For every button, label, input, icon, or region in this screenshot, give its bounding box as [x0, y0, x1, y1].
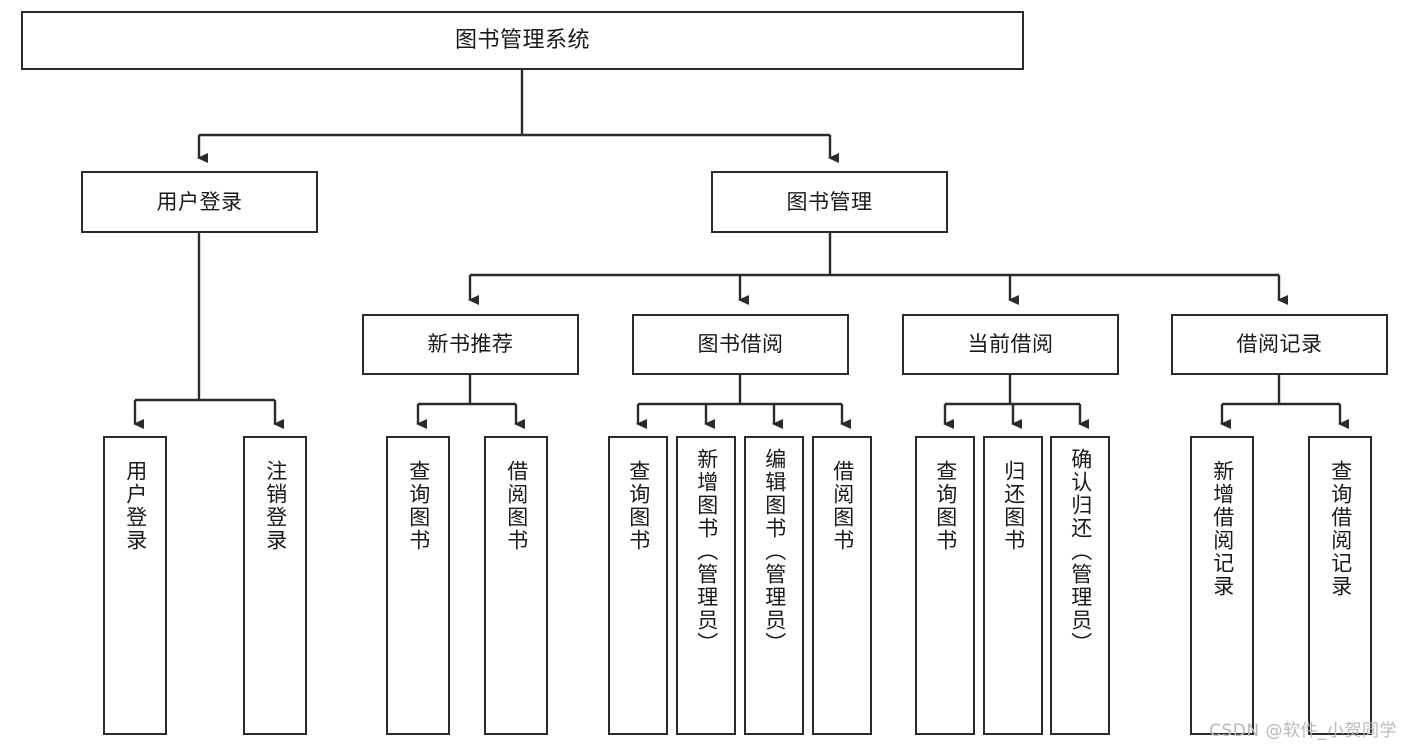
- node-leaf-user-login[interactable]: 用户登录: [103, 436, 167, 735]
- node-leaf-edit-book-label: 编辑图书（管理员）: [762, 448, 787, 655]
- node-root[interactable]: 图书管理系统: [21, 11, 1024, 70]
- node-leaf-add-record-label: 新增借阅记录: [1210, 460, 1235, 598]
- node-new-book-recommend-label: 新书推荐: [427, 332, 514, 357]
- node-leaf-edit-book[interactable]: 编辑图书（管理员）: [744, 436, 804, 735]
- node-book-manage-label: 图书管理: [786, 189, 873, 214]
- node-leaf-query-book-3[interactable]: 查询图书: [915, 436, 975, 735]
- node-book-borrow-label: 图书借阅: [697, 332, 784, 357]
- node-leaf-query-book-2[interactable]: 查询图书: [608, 436, 668, 735]
- node-leaf-query-book-1[interactable]: 查询图书: [386, 436, 450, 735]
- node-leaf-borrow-book-1[interactable]: 借阅图书: [484, 436, 548, 735]
- node-leaf-add-record[interactable]: 新增借阅记录: [1190, 436, 1254, 735]
- node-leaf-borrow-book-2[interactable]: 借阅图书: [812, 436, 872, 735]
- node-leaf-borrow-book-2-label: 借阅图书: [830, 460, 855, 552]
- node-borrow-record[interactable]: 借阅记录: [1171, 314, 1388, 375]
- node-leaf-add-book[interactable]: 新增图书（管理员）: [676, 436, 736, 735]
- node-leaf-return-book[interactable]: 归还图书: [983, 436, 1043, 735]
- node-leaf-return-book-label: 归还图书: [1001, 460, 1026, 552]
- node-leaf-query-book-2-label: 查询图书: [626, 460, 651, 552]
- csdn-watermark: CSDN @软件_小贺同学: [1209, 721, 1397, 741]
- node-leaf-query-book-3-label: 查询图书: [933, 460, 958, 552]
- node-current-borrow-label: 当前借阅: [967, 332, 1054, 357]
- node-leaf-user-logout[interactable]: 注销登录: [243, 436, 307, 735]
- node-leaf-query-book-1-label: 查询图书: [406, 460, 431, 552]
- node-user-login-label: 用户登录: [156, 189, 243, 214]
- node-leaf-borrow-book-1-label: 借阅图书: [504, 460, 529, 552]
- node-leaf-confirm-return-label: 确认归还（管理员）: [1068, 448, 1093, 655]
- node-user-login[interactable]: 用户登录: [81, 171, 318, 233]
- node-current-borrow[interactable]: 当前借阅: [902, 314, 1119, 375]
- node-leaf-query-record[interactable]: 查询借阅记录: [1308, 436, 1372, 735]
- node-leaf-query-record-label: 查询借阅记录: [1328, 460, 1353, 598]
- node-borrow-record-label: 借阅记录: [1236, 332, 1323, 357]
- node-new-book-recommend[interactable]: 新书推荐: [362, 314, 579, 375]
- node-leaf-confirm-return[interactable]: 确认归还（管理员）: [1050, 436, 1110, 735]
- node-root-label: 图书管理系统: [454, 27, 590, 53]
- node-book-manage[interactable]: 图书管理: [711, 171, 948, 233]
- node-leaf-user-login-label: 用户登录: [123, 460, 148, 552]
- node-book-borrow[interactable]: 图书借阅: [632, 314, 849, 375]
- node-leaf-user-logout-label: 注销登录: [263, 460, 288, 552]
- node-leaf-add-book-label: 新增图书（管理员）: [694, 448, 719, 655]
